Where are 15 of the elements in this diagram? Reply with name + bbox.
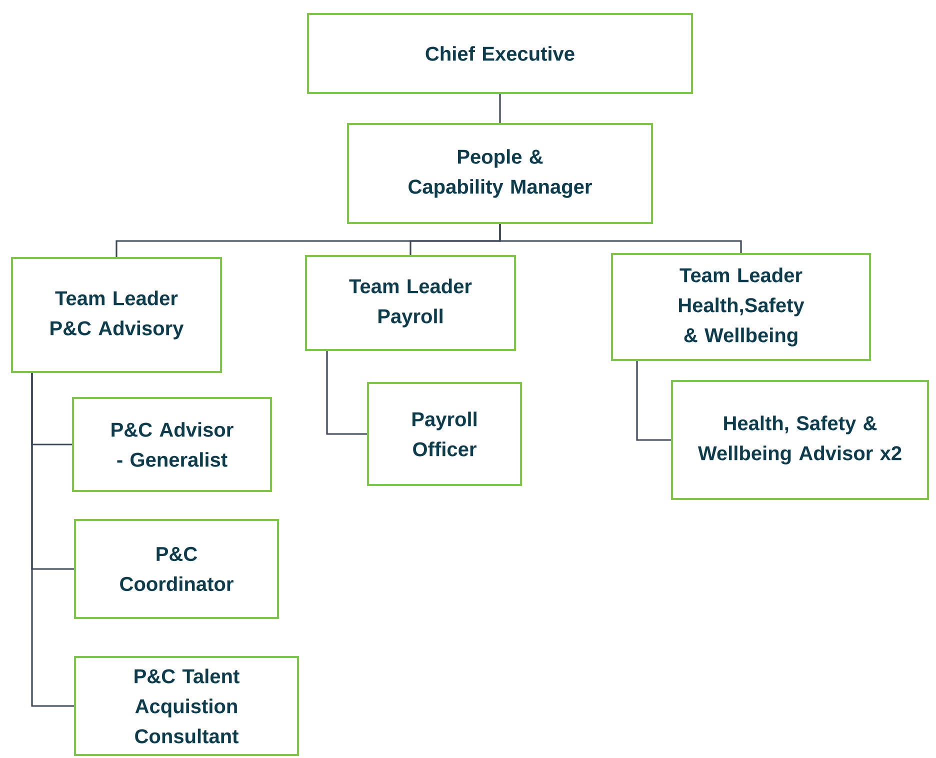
org-box: Chief Executive xyxy=(307,13,693,94)
org-box: P&C Advisor - Generalist xyxy=(72,397,272,492)
org-box: Payroll Officer xyxy=(367,382,522,486)
connector-line xyxy=(499,94,501,123)
connector-line xyxy=(326,351,367,435)
connector-line xyxy=(499,224,742,253)
connector-line xyxy=(636,361,671,441)
org-box: People & Capability Manager xyxy=(347,123,653,224)
org-box: Team Leader Health,Safety & Wellbeing xyxy=(611,253,872,361)
org-box: P&C Talent Acquistion Consultant xyxy=(74,656,299,756)
org-box: Health, Safety & Wellbeing Advisor x2 xyxy=(671,380,930,500)
org-box: Team Leader Payroll xyxy=(305,255,516,351)
connector-line xyxy=(31,373,74,707)
org-box: P&C Coordinator xyxy=(74,519,279,619)
org-box: Team Leader P&C Advisory xyxy=(11,257,222,373)
